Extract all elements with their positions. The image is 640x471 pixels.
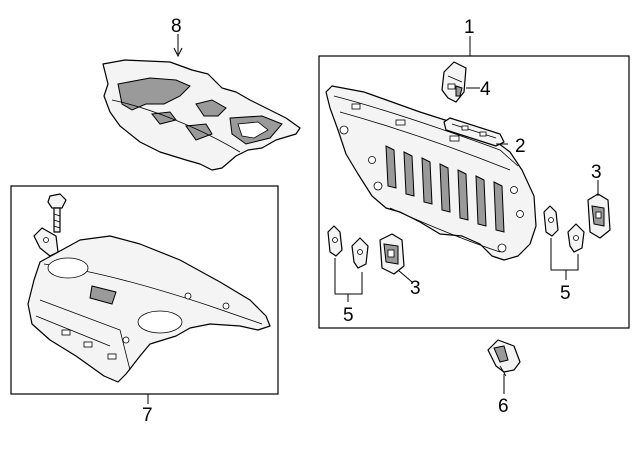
part-5-gussets-left[interactable] xyxy=(327,225,369,269)
clip-bracket[interactable] xyxy=(33,227,59,257)
callout-3-right: 3 xyxy=(591,162,602,183)
callout-2: 2 xyxy=(515,136,526,157)
part-4-bracket[interactable] xyxy=(441,61,467,103)
callout-5-right: 5 xyxy=(560,283,571,304)
part-7-rear-floor-pan[interactable] xyxy=(27,235,271,383)
callout-1: 1 xyxy=(464,17,475,38)
group-box-7 xyxy=(10,185,279,395)
callout-6: 6 xyxy=(498,396,509,417)
callout-5-left: 5 xyxy=(343,305,354,326)
arrow-8 xyxy=(173,47,183,58)
part-6-bracket[interactable] xyxy=(487,339,521,377)
callout-3-center: 3 xyxy=(410,278,421,299)
part-1-rear-panel[interactable] xyxy=(325,85,537,261)
part-3-bracket-center[interactable] xyxy=(379,233,405,275)
callout-4: 4 xyxy=(480,79,491,100)
bolt-fastener[interactable] xyxy=(47,193,67,233)
callout-8: 8 xyxy=(171,16,182,37)
part-2-reinforcement[interactable] xyxy=(443,117,505,147)
part-3-bracket-right[interactable] xyxy=(587,193,611,239)
part-8-silencer-pad[interactable] xyxy=(102,59,301,171)
leader-5-right xyxy=(550,238,579,271)
leader-3-center xyxy=(397,269,413,283)
group-box-1 xyxy=(318,55,630,329)
part-5-gussets-right[interactable] xyxy=(543,205,585,253)
callout-7: 7 xyxy=(142,405,153,426)
